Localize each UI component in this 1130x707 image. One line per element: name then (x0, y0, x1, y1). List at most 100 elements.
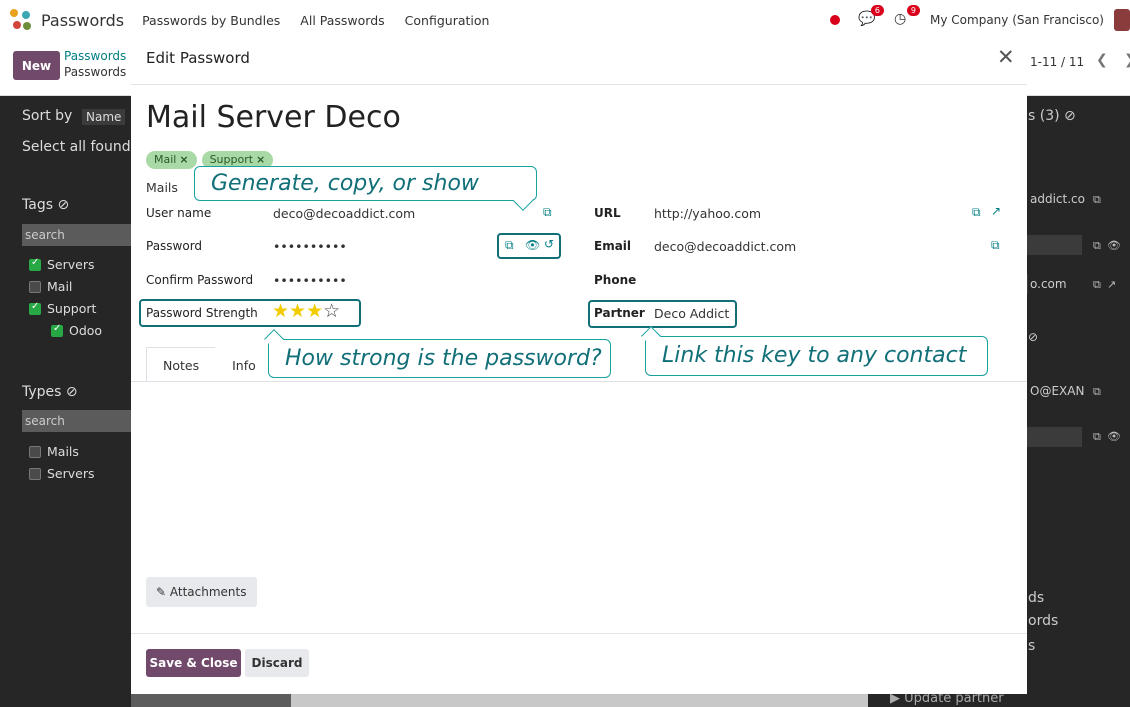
clear-icon[interactable]: ⊘ (65, 384, 78, 400)
app-brand[interactable]: Passwords (10, 9, 124, 31)
type-filter-mails[interactable]: Mails (29, 444, 79, 459)
copy-icon[interactable]: ⧉ (1093, 239, 1101, 252)
update-partner-button[interactable]: ▶ Update partner (868, 694, 1028, 707)
clear-icon[interactable]: ⊘ (57, 197, 70, 213)
types-search-input[interactable]: search (22, 410, 131, 432)
checkbox-icon[interactable] (29, 445, 41, 458)
remove-tag-icon[interactable]: × (256, 153, 266, 166)
tab-info[interactable]: Info (215, 347, 273, 382)
close-icon[interactable]: ✕ (997, 45, 1015, 69)
callout-text: How strong is the password? (285, 346, 602, 371)
search-sidebar: Sort by Name Select all found Tags ⊘ sea… (0, 96, 131, 707)
star-filled-icon: ★ (272, 300, 290, 322)
dialog-title: Edit Password (146, 49, 250, 67)
copy-icon[interactable]: ⧉ (543, 205, 552, 219)
messages-button[interactable]: 💬 6 (858, 5, 885, 29)
preview-com-fragment: o.com (1030, 277, 1067, 291)
checkbox-icon[interactable] (29, 257, 41, 271)
pager-next-icon[interactable]: ❯ (1124, 52, 1130, 68)
url-label: URL (594, 206, 621, 220)
password-actions-highlight (497, 233, 561, 259)
sort-by-select[interactable]: Name (82, 109, 126, 125)
star-filled-icon: ★ (306, 300, 324, 322)
tab-notes[interactable]: Notes (146, 347, 217, 382)
eye-icon[interactable]: 👁 (1107, 430, 1121, 443)
preview-header: s (3) ⊘ (1028, 108, 1076, 124)
copy-icon[interactable]: ⧉ (1093, 193, 1101, 206)
preview-text-fragment: s (1028, 638, 1036, 654)
user-avatar[interactable] (1114, 9, 1130, 31)
new-button[interactable]: New (13, 51, 60, 80)
notebook-tabs: Notes Info (146, 347, 273, 382)
save-close-button[interactable]: Save & Close (146, 649, 241, 677)
discard-button[interactable]: Discard (245, 649, 309, 677)
star-filled-icon: ★ (289, 300, 307, 322)
company-switcher[interactable]: My Company (San Francisco) (930, 13, 1104, 27)
callout-partner: Link this key to any contact (641, 326, 988, 376)
remove-tag-icon[interactable]: × (179, 153, 189, 166)
email-field[interactable]: deco@decoaddict.com (654, 239, 797, 254)
copy-icon[interactable]: ⧉ (1093, 385, 1101, 398)
preview-url-fragment: addict.co (1030, 192, 1085, 206)
generate-password-icon[interactable]: ↺ (544, 237, 555, 251)
eye-icon[interactable]: 👁 (1107, 239, 1121, 252)
preview-field (1027, 427, 1082, 447)
tags-search-input[interactable]: search (22, 224, 131, 246)
navbar-right: 💬 6 ◷ 9 My Company (San Francisco) (830, 0, 1130, 40)
callout-password-strength: How strong is the password? (264, 329, 611, 378)
confirm-password-field[interactable]: •••••••••• (273, 273, 347, 288)
activities-button[interactable]: ◷ 9 (894, 5, 921, 29)
menu-all-passwords[interactable]: All Passwords (300, 12, 385, 28)
activities-count-badge: 9 (906, 5, 921, 16)
password-field[interactable]: •••••••••• (273, 239, 347, 254)
checkbox-icon[interactable] (51, 323, 63, 337)
attachments-button[interactable]: ✎ Attachments (146, 577, 257, 607)
copy-password-icon[interactable]: ⧉ (505, 238, 514, 252)
external-link-icon[interactable]: ↗ (1107, 278, 1117, 291)
copy-icon[interactable]: ⧉ (991, 238, 1000, 252)
status-dot-icon[interactable] (830, 15, 841, 25)
callout-text: Link this key to any contact (662, 343, 967, 368)
menu-configuration[interactable]: Configuration (404, 12, 490, 28)
record-name-field[interactable]: Mail Server Deco (146, 100, 401, 135)
clear-icon[interactable]: ⊘ (1028, 330, 1039, 344)
type-field[interactable]: Mails (146, 180, 178, 195)
preview-field (1027, 274, 1028, 294)
tag-filter-servers[interactable]: Servers (29, 257, 95, 272)
partner-field[interactable]: Deco Addict (654, 306, 730, 321)
messages-count-badge: 6 (870, 5, 885, 16)
tag-filter-support[interactable]: Support (29, 301, 96, 316)
tag-mail: Mail× (146, 151, 197, 169)
user-name-label: User name (146, 206, 212, 220)
menu-passwords-by-bundles[interactable]: Passwords by Bundles (142, 12, 281, 28)
star-empty-icon: ☆ (323, 300, 341, 322)
url-field[interactable]: http://yahoo.com (654, 206, 762, 221)
breadcrumb-parent[interactable]: Passwords B (64, 49, 139, 63)
preview-field (1027, 235, 1082, 255)
password-strength-highlight (139, 299, 361, 327)
user-name-field[interactable]: deco@decoaddict.com (273, 206, 416, 221)
pager-prev-icon[interactable]: ❮ (1096, 52, 1108, 68)
type-filter-servers[interactable]: Servers (29, 466, 95, 481)
tags-field[interactable]: Mail× Support× (146, 151, 274, 169)
pager-value[interactable]: 1-11 / 11 (1030, 55, 1085, 69)
select-all-link[interactable]: Select all found (22, 139, 131, 155)
preview-text-fragment: ds (1028, 590, 1045, 606)
clear-icon[interactable]: ⊘ (1064, 108, 1076, 124)
external-link-icon[interactable]: ↗ (991, 204, 1002, 218)
tag-filter-odoo[interactable]: Odoo (51, 323, 102, 338)
breadcrumb: Passwords B Passwords (64, 48, 138, 80)
checkbox-icon[interactable] (29, 301, 41, 315)
partner-label: Partner (594, 306, 645, 320)
sort-by-label: Sort by (22, 108, 73, 124)
tag-filter-mail[interactable]: Mail (29, 279, 72, 294)
paperclip-icon: ✎ (156, 585, 167, 599)
copy-icon[interactable]: ⧉ (1093, 278, 1101, 291)
copy-icon[interactable]: ⧉ (1093, 430, 1101, 443)
checkbox-icon[interactable] (29, 280, 41, 293)
show-password-icon[interactable]: 👁 (525, 238, 541, 252)
checkbox-icon[interactable] (29, 467, 41, 480)
callout-generate-copy-show: Generate, copy, or show (194, 166, 537, 211)
copy-icon[interactable]: ⧉ (972, 205, 981, 219)
tag-support: Support× (201, 151, 274, 169)
